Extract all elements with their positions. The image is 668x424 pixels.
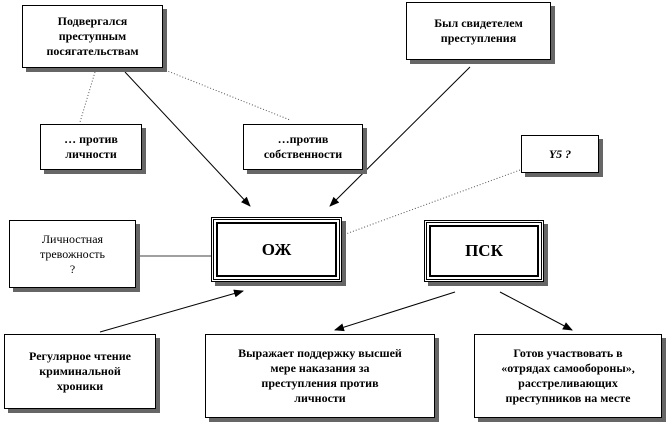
arrow-witness-to-oj [329, 66, 471, 207]
dotted-victim-to-person [79, 71, 96, 123]
node-oj: ОЖ [211, 217, 342, 282]
arrow-victim-to-oj [124, 71, 251, 207]
node-victim-label: Подвергался преступным посягательствам [46, 14, 139, 58]
node-self-defense-label: Готов участвовать в «отрядах самообороны… [501, 346, 635, 405]
node-death-penalty-label: Выражает поддержку высшей мере наказания… [238, 346, 402, 405]
node-vs-property-label: …против собственности [263, 132, 343, 161]
arrow-psk-to-death-penalty [334, 291, 456, 332]
node-death-penalty: Выражает поддержку высшей мере наказания… [205, 334, 435, 418]
arrow-news-to-oj [99, 289, 244, 333]
node-anxiety-label: Личностная тревожность ? [39, 231, 106, 276]
node-vs-person: … против личности [40, 124, 142, 170]
node-psk: ПСК [424, 220, 544, 282]
node-self-defense: Готов участвовать в «отрядах самообороны… [474, 334, 662, 418]
node-vs-person-label: … против личности [64, 132, 118, 161]
node-witness: Был свидетелем преступления [406, 2, 551, 60]
node-anxiety: Личностная тревожность ? [9, 220, 136, 288]
node-y5-label: Y5 ? [548, 146, 572, 161]
node-witness-label: Был свидетелем преступления [434, 16, 523, 45]
node-psk-label: ПСК [465, 241, 503, 261]
node-crime-news: Регулярное чтение криминальной хроники [4, 334, 156, 409]
node-vs-property: …против собственности [243, 124, 363, 170]
node-y5: Y5 ? [521, 135, 599, 173]
node-victim: Подвергался преступным посягательствам [22, 5, 163, 68]
node-crime-news-label: Регулярное чтение криминальной хроники [29, 349, 131, 393]
arrow-psk-to-self-defense [499, 291, 573, 331]
dotted-victim-to-property [159, 67, 291, 121]
node-oj-label: ОЖ [261, 239, 292, 259]
